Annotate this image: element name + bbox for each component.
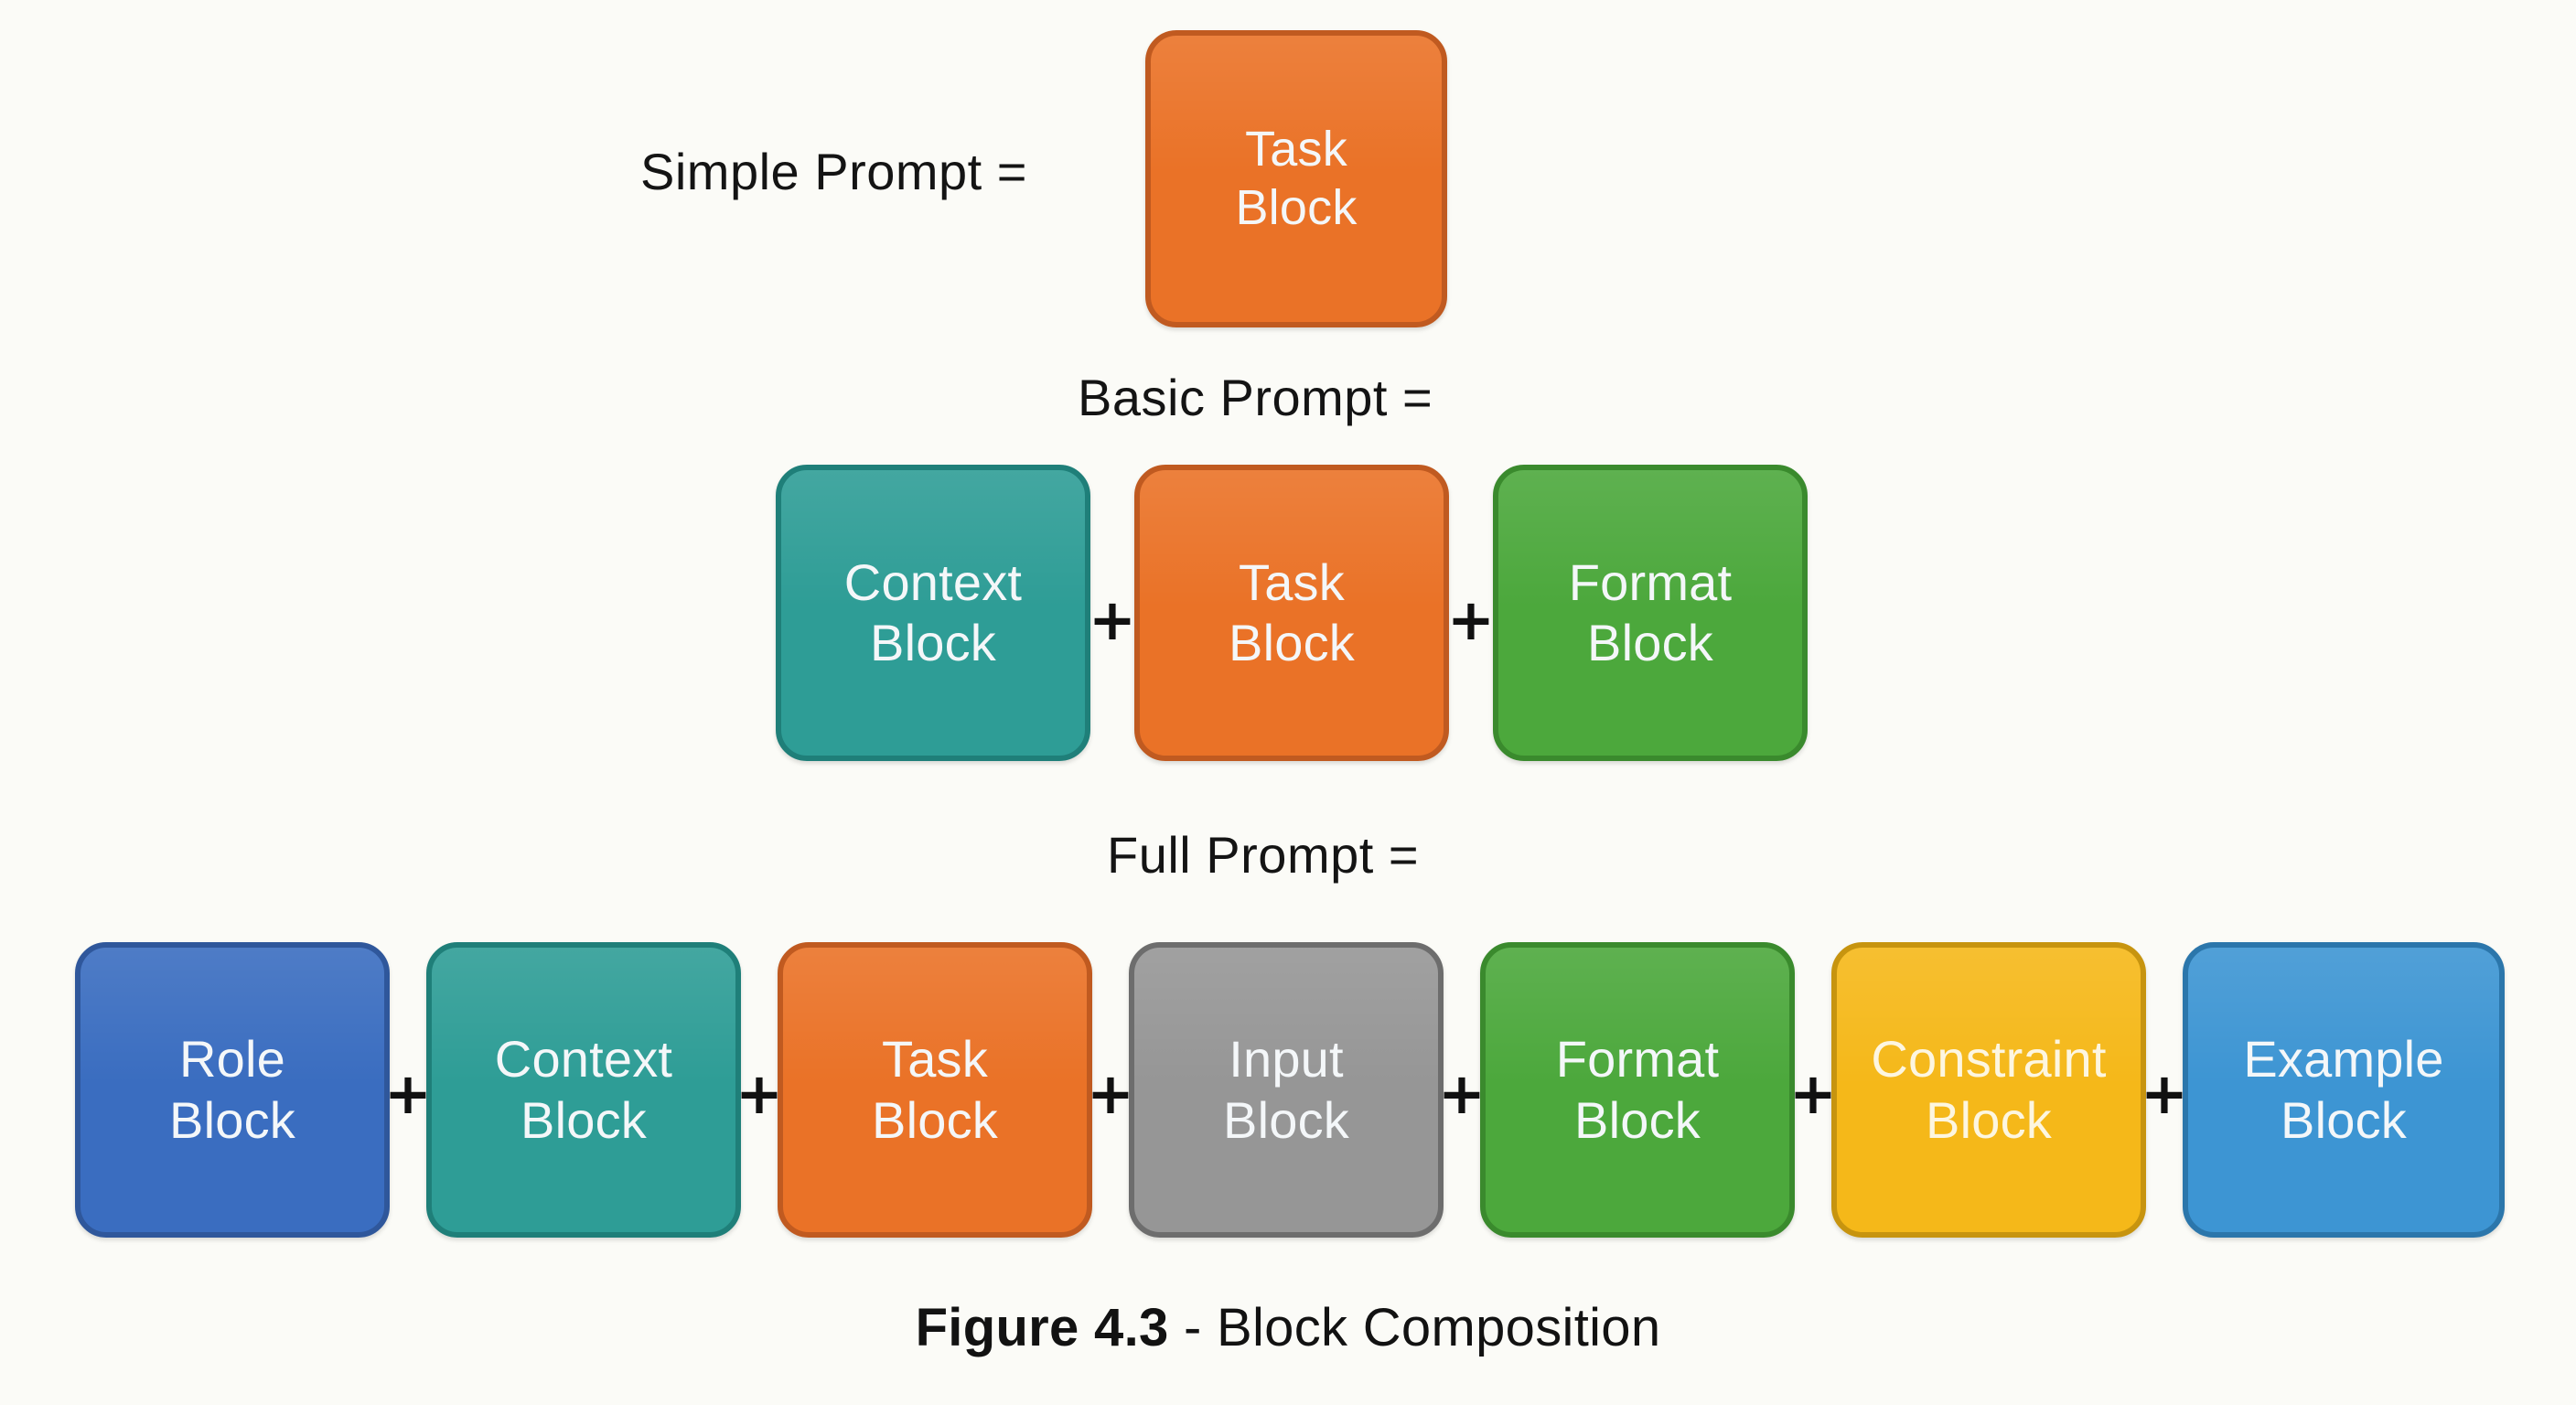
plus-separator-icon: +	[1087, 1060, 1134, 1127]
block-line-2: Block	[2281, 1090, 2407, 1149]
block-constraint-full[interactable]: Constraint Block	[1831, 942, 2146, 1238]
block-line-1: Role	[179, 1030, 285, 1089]
block-line-2: Block	[521, 1090, 647, 1149]
block-task-basic[interactable]: Task Block	[1134, 465, 1449, 761]
block-line-2: Block	[1574, 1090, 1701, 1149]
block-line-2: Block	[1587, 614, 1713, 671]
plus-separator-icon: +	[1089, 586, 1136, 653]
block-line-1: Task	[1239, 552, 1345, 611]
block-context-basic[interactable]: Context Block	[776, 465, 1090, 761]
block-line-2: Block	[1235, 179, 1358, 235]
block-line-2: Block	[1229, 614, 1355, 671]
block-line-2: Block	[1926, 1090, 2052, 1149]
block-line-1: Constraint	[1871, 1030, 2107, 1089]
block-line-1: Task	[882, 1030, 988, 1089]
row-label-basic-prompt: Basic Prompt =	[1078, 369, 1433, 426]
plus-separator-icon: +	[2141, 1060, 2188, 1127]
block-line-1: Format	[1555, 1030, 1720, 1089]
block-example-full[interactable]: Example Block	[2183, 942, 2505, 1238]
block-line-2: Block	[870, 614, 996, 671]
plus-separator-icon: +	[1438, 1060, 1486, 1127]
block-format-basic[interactable]: Format Block	[1493, 465, 1808, 761]
plus-separator-icon: +	[384, 1060, 432, 1127]
figure-caption: Figure 4.3 - Block Composition	[0, 1297, 2576, 1358]
block-line-1: Task	[1245, 121, 1347, 177]
block-line-1: Input	[1229, 1030, 1344, 1089]
block-task-full[interactable]: Task Block	[778, 942, 1092, 1238]
block-line-2: Block	[169, 1090, 295, 1149]
plus-separator-icon: +	[1447, 586, 1495, 653]
figure-number: Figure 4.3	[915, 1298, 1169, 1357]
plus-separator-icon: +	[735, 1060, 783, 1127]
block-format-full[interactable]: Format Block	[1480, 942, 1795, 1238]
block-line-1: Context	[843, 552, 1023, 611]
block-line-1: Format	[1568, 552, 1733, 611]
block-line-2: Block	[872, 1090, 998, 1149]
block-line-1: Example	[2243, 1030, 2444, 1089]
block-context-full[interactable]: Context Block	[426, 942, 741, 1238]
block-task-simple[interactable]: Task Block	[1145, 30, 1447, 327]
row-label-full-prompt: Full Prompt =	[1107, 826, 1420, 884]
block-role-full[interactable]: Role Block	[75, 942, 390, 1238]
block-line-2: Block	[1223, 1090, 1349, 1149]
row-label-simple-prompt: Simple Prompt =	[640, 143, 1027, 200]
block-input-full[interactable]: Input Block	[1129, 942, 1444, 1238]
block-line-1: Context	[494, 1030, 673, 1089]
plus-separator-icon: +	[1789, 1060, 1837, 1127]
figure-title: - Block Composition	[1168, 1298, 1661, 1357]
